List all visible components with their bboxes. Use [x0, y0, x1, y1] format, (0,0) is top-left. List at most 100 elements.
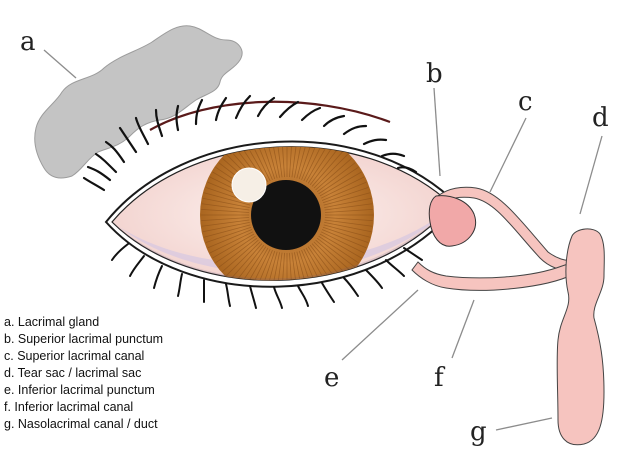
iris-striations [201, 146, 373, 281]
iris-striation [258, 250, 276, 281]
iris-striation [225, 241, 261, 277]
iris-striation [319, 171, 362, 197]
iris-striation [316, 162, 356, 193]
legend-item-d: d. Tear sac / lacrimal sac [4, 366, 142, 380]
iris-striation [201, 208, 250, 213]
iris-striation [258, 146, 276, 180]
iris-striation [301, 249, 321, 281]
iris-striation [264, 251, 278, 281]
label-a: a [20, 27, 36, 57]
legend-item-f: f. Inferior lacrimal canal [4, 400, 134, 414]
iris-striation [298, 250, 316, 281]
corneal-highlight [231, 167, 267, 203]
lower-eyelashes [111, 243, 423, 309]
iris-striation [311, 150, 345, 187]
iris-striation [301, 146, 321, 181]
iris-striation [253, 249, 273, 281]
iris-striation [248, 248, 271, 281]
legend-item-c: c. Superior lacrimal canal [4, 349, 145, 363]
iris-striation [218, 237, 258, 268]
iris-striation [209, 231, 254, 254]
iris-striation [320, 231, 365, 254]
iris-striation [269, 252, 280, 281]
iris-striation [201, 203, 250, 211]
iris-striation [315, 239, 352, 273]
legend: a. Lacrimal gland b. Superior lacrimal p… [4, 314, 163, 433]
iris-striation [316, 237, 356, 268]
iris-striation [298, 146, 316, 180]
iris-striation [324, 222, 372, 233]
lower-lid-rim [118, 210, 448, 273]
iris-striation [212, 233, 255, 259]
iris-striation [294, 252, 305, 281]
iris-striation [324, 203, 373, 211]
iris-striation [280, 146, 285, 178]
iris-striation [289, 252, 294, 281]
iris-striation [234, 244, 265, 281]
inferior-lacrimal-canal [411, 261, 575, 291]
iris-striation [321, 229, 367, 249]
label-b: b [426, 59, 443, 89]
iris-striation [201, 217, 250, 222]
legend-item-e: e. Inferior lacrimal punctum [4, 383, 155, 397]
iris-striation [307, 146, 336, 184]
iris-striation [296, 251, 310, 281]
iris-striation [324, 197, 372, 208]
lacrimal-sac-and-duct [556, 228, 605, 446]
lacrimal-caruncle [428, 195, 476, 247]
iris-striation [229, 243, 263, 280]
leader-b [433, 87, 441, 177]
leader-g [495, 417, 553, 431]
iris-striation [322, 186, 369, 204]
iris-striation [318, 235, 359, 264]
legend-item-g: g. Nasolacrimal canal / duct [4, 417, 158, 431]
upper-lid-crease [149, 100, 391, 131]
iris-striation [291, 252, 299, 281]
iris-striation [315, 157, 352, 191]
iris-striation [289, 146, 294, 178]
iris-striation [291, 146, 299, 178]
legend-item-b: b. Superior lacrimal punctum [4, 332, 164, 346]
iris-striation [269, 146, 280, 178]
label-e: e [324, 363, 339, 393]
iris-striation [215, 235, 256, 264]
iris-striation [323, 192, 371, 206]
leader-e [341, 289, 419, 361]
iris-striation [294, 146, 305, 178]
leader-f [451, 299, 475, 359]
leader-d [579, 135, 603, 215]
iris-striation [323, 224, 371, 238]
iris-striation [319, 233, 362, 259]
iris-striation [207, 229, 253, 249]
iris-striation [253, 146, 273, 181]
upper-eyelashes [82, 94, 418, 192]
leader-c [489, 117, 527, 193]
iris-striation [203, 224, 251, 238]
iris-striation [313, 241, 349, 277]
iris-striation [324, 217, 373, 222]
iris-striation [324, 208, 373, 213]
iris-striation [275, 252, 283, 281]
iris-striation [305, 247, 331, 281]
iris-striation [264, 146, 278, 179]
iris-striation [203, 192, 251, 206]
iris-striation [303, 248, 326, 281]
label-c: c [518, 87, 533, 117]
iris-striation [321, 181, 367, 201]
iris-striation [243, 247, 269, 281]
iris-striation [322, 226, 369, 244]
iris-striation [202, 197, 250, 208]
iris-striation [313, 153, 349, 189]
leader-a [43, 49, 77, 79]
iris-striation [303, 146, 326, 182]
iris-striation [309, 146, 340, 186]
legend-item-a: a. Lacrimal gland [4, 315, 100, 329]
iris-striation [296, 146, 310, 179]
pupil [251, 180, 321, 250]
iris-striation [248, 146, 271, 182]
iris-striation [201, 219, 250, 227]
label-g: g [470, 417, 487, 447]
label-d: d [592, 103, 609, 133]
iris-striation [222, 239, 259, 273]
